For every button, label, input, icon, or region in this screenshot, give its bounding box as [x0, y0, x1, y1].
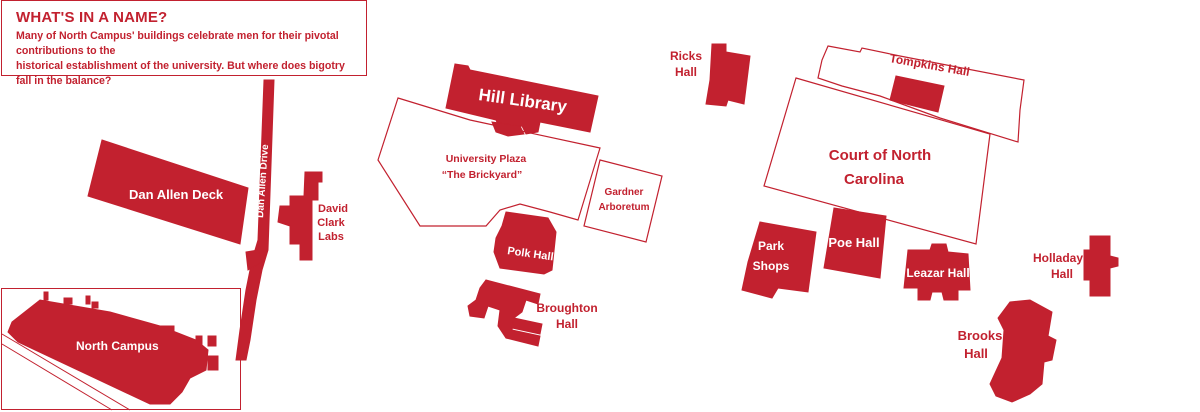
north-campus-label: North Campus [76, 339, 159, 353]
info-box-title: WHAT'S IN A NAME? [16, 9, 168, 26]
ricks-hall-label-1: Ricks [670, 49, 702, 63]
brooks-hall-label-2: Hall [964, 346, 988, 361]
poe-hall-label: Poe Hall [828, 235, 879, 250]
info-box-body-line-2: historical establishment of the universi… [16, 60, 345, 87]
broughton-hall-label-1: Broughton [536, 301, 597, 315]
ricks-hall-label-2: Hall [675, 65, 697, 79]
david-clark-labs[interactable]: David Clark Labs [277, 171, 348, 261]
university-plaza[interactable]: University Plaza “The Brickyard” [377, 97, 601, 227]
dan-allen-drive-label: Dan Allen Drive [255, 144, 271, 219]
gardner-arboretum[interactable]: Gardner Arboretum [583, 159, 663, 243]
holladay-hall[interactable]: Holladay Hall [1033, 235, 1119, 297]
north-campus-inset-map: North Campus [1, 291, 219, 411]
dan-allen-drive: Dan Allen Drive [235, 79, 275, 361]
broughton-hall[interactable]: Broughton Hall [467, 279, 598, 347]
park-shops-label-2: Shops [753, 259, 790, 273]
david-clark-labs-label-2: Clark [317, 217, 345, 229]
polk-hall[interactable]: Polk Hall [493, 211, 557, 275]
holladay-hall-label-1: Holladay [1033, 251, 1083, 265]
holladay-hall-label-2: Hall [1051, 267, 1073, 281]
court-of-north-carolina[interactable]: Court of North Carolina [763, 77, 991, 245]
david-clark-labs-label-3: Labs [318, 231, 344, 243]
court-label-2: Carolina [844, 171, 905, 188]
poe-hall[interactable]: Poe Hall [823, 207, 887, 279]
gardner-arboretum-label-2: Arboretum [598, 202, 649, 213]
dan-allen-deck-label: Dan Allen Deck [129, 187, 224, 202]
court-label-1: Court of North [829, 147, 931, 164]
leazar-hall-label: Leazar Hall [906, 266, 969, 280]
david-clark-labs-label-1: David [318, 203, 348, 215]
broughton-hall-label-2: Hall [556, 317, 578, 331]
north-campus-inset-frame [1, 288, 241, 410]
university-plaza-label-2: “The Brickyard” [442, 169, 523, 181]
gardner-arboretum-label-1: Gardner [605, 187, 644, 198]
university-plaza-label-1: University Plaza [446, 153, 527, 165]
park-shops[interactable]: Park Shops [741, 221, 817, 299]
leazar-hall[interactable]: Leazar Hall [903, 243, 971, 301]
brooks-hall-label-1: Brooks [958, 328, 1003, 343]
info-box: WHAT'S IN A NAME? Many of North Campus' … [1, 0, 367, 87]
dan-allen-deck[interactable]: Dan Allen Deck [87, 139, 249, 245]
park-shops-label-1: Park [758, 239, 784, 253]
brooks-hall[interactable]: Brooks Hall [958, 299, 1057, 403]
info-box-body-line-1: Many of North Campus' buildings celebrat… [16, 30, 339, 57]
ricks-hall[interactable]: Ricks Hall [670, 43, 751, 107]
hill-library[interactable]: Hill Library [445, 63, 599, 137]
